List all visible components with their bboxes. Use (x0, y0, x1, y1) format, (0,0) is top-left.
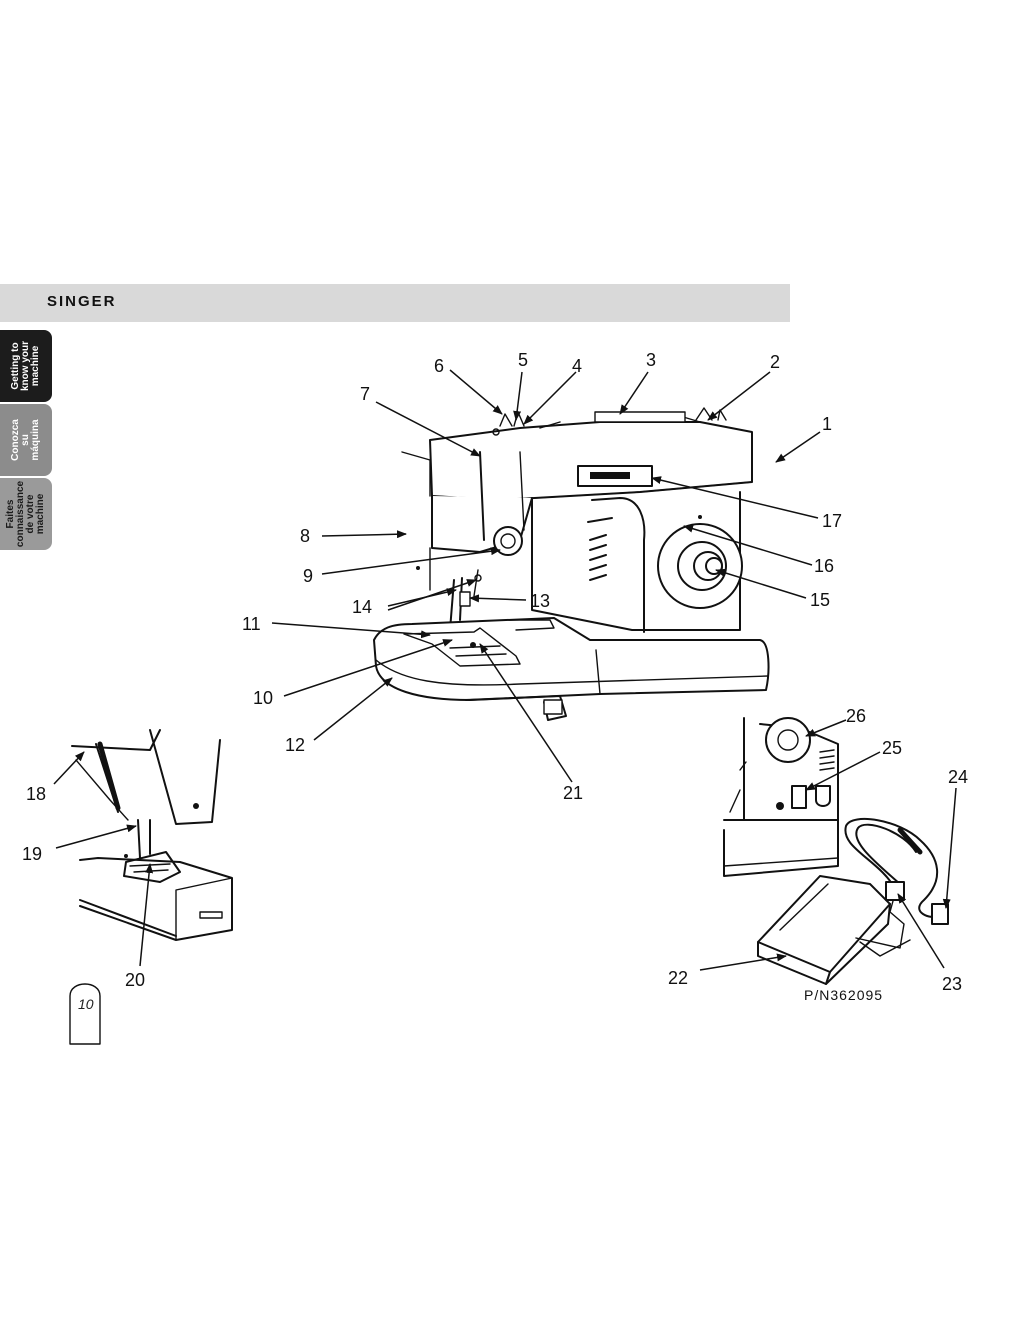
part-number: P/N362095 (804, 987, 883, 1003)
callout-20: 20 (125, 970, 145, 990)
power-socket-inset (723, 717, 839, 877)
callout-22: 22 (668, 968, 688, 988)
callout-1: 1 (822, 414, 832, 434)
foot-control-illustration (757, 818, 949, 985)
callout-9: 9 (303, 566, 313, 586)
tab-getting-to-know[interactable]: Getting to know your machine (0, 330, 52, 402)
callout-13: 13 (530, 591, 550, 611)
callout-17: 17 (822, 511, 842, 531)
header-bar: SINGER (0, 284, 790, 322)
callout-18: 18 (26, 784, 46, 804)
callout-11: 11 (242, 614, 261, 634)
callout-7: 7 (360, 384, 370, 404)
callout-24: 24 (948, 767, 968, 787)
callout-8: 8 (300, 526, 310, 546)
callout-6: 6 (434, 356, 444, 376)
main-machine-illustration (373, 407, 770, 721)
callout-14: 14 (352, 597, 372, 617)
callout-12: 12 (285, 735, 305, 755)
callout-4: 4 (572, 356, 582, 376)
leader-lines (53, 369, 957, 971)
callout-25: 25 (882, 738, 902, 758)
callout-16: 16 (814, 556, 834, 576)
callout-15: 15 (810, 590, 830, 610)
callout-21: 21 (563, 783, 583, 803)
page-number: 10 (78, 996, 94, 1012)
tab-faites-connaissance[interactable]: Faites connaissance de votre machine (0, 478, 52, 550)
callout-26: 26 (846, 706, 866, 726)
callout-2: 2 (770, 352, 780, 372)
tab-conozca[interactable]: Conozca su máquina (0, 404, 52, 476)
callout-3: 3 (646, 350, 656, 370)
brand-name: SINGER (47, 293, 117, 310)
vent-slots (589, 534, 607, 581)
presser-foot-inset (71, 729, 233, 941)
callout-23: 23 (942, 974, 962, 994)
callout-numbers: 1 2 3 4 5 6 7 8 9 10 11 12 13 14 15 16 1… (22, 350, 968, 994)
page-number-marker: 10 (69, 983, 101, 1045)
callout-19: 19 (22, 844, 42, 864)
callout-5: 5 (518, 350, 528, 370)
callout-10: 10 (253, 688, 273, 708)
